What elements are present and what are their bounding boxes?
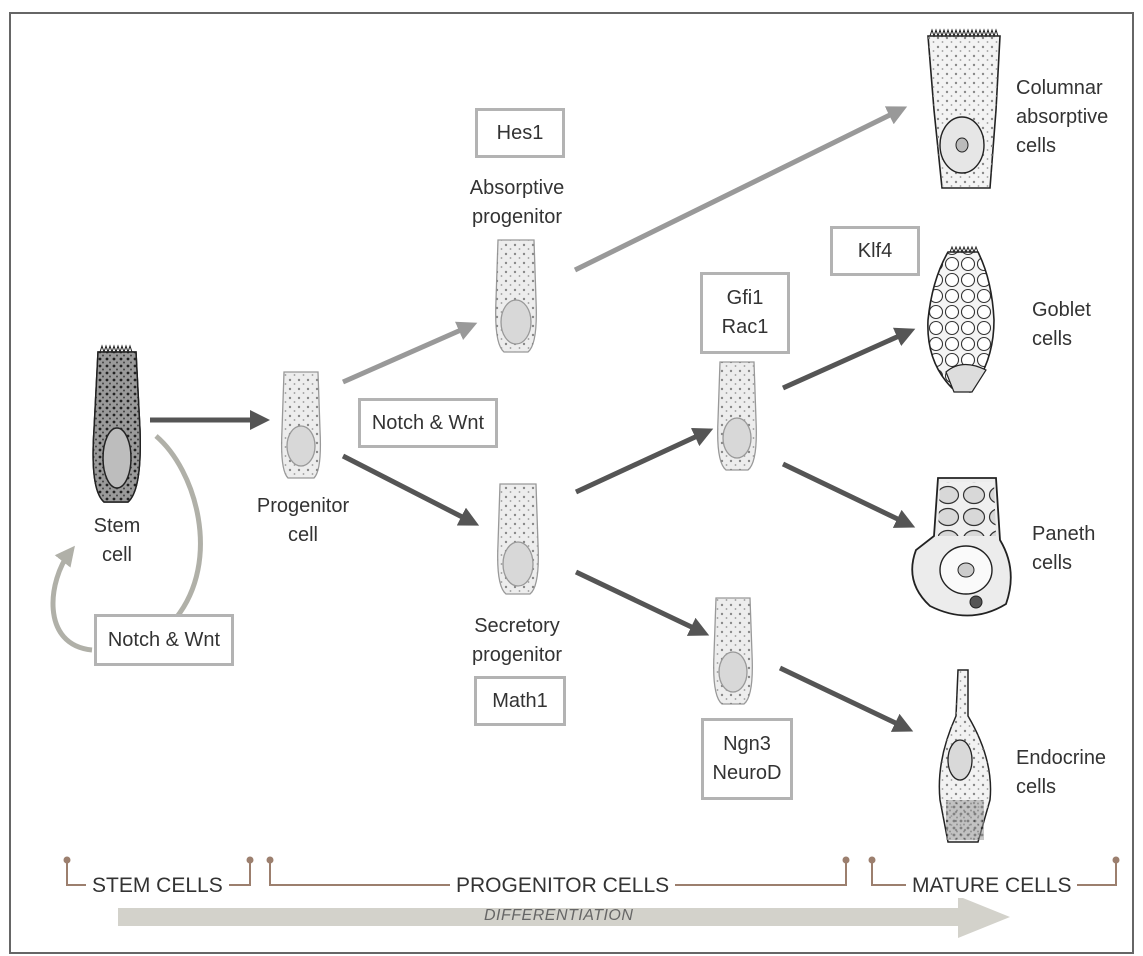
stem-cell-label-line2: cell [74, 541, 160, 570]
progenitor-cell-illustration [282, 372, 321, 478]
factor-box-ngn3-neurod: Ngn3 NeuroD [701, 718, 793, 800]
progenitor-cell-label: Progenitor cell [240, 492, 366, 550]
progenitor-cell-label-line2: cell [240, 521, 366, 550]
columnar-cells-label-line2: absorptive [1016, 103, 1126, 132]
columnar-cell-illustration [928, 30, 1000, 188]
columnar-cells-label: Columnar absorptive cells [1016, 74, 1126, 161]
arrow-precursor-to-goblet [783, 332, 908, 388]
factor-box-hes1: Hes1 [475, 108, 565, 158]
stem-cell-label-line1: Stem [74, 512, 160, 541]
absorptive-progenitor-illustration [496, 240, 537, 352]
differentiation-label: DIFFERENTIATION [484, 907, 633, 925]
arrow-secretory-to-goblet-precursor [576, 432, 706, 492]
absorptive-progenitor-label: Absorptive progenitor [452, 174, 582, 232]
stage-label-mature-cells: MATURE CELLS [906, 874, 1077, 898]
stem-cell-label: Stem cell [74, 512, 160, 570]
factor-box-math1: Math1 [474, 676, 566, 726]
endocrine-cells-label-line1: Endocrine [1016, 744, 1126, 773]
factor-box-notch-wnt-progenitor: Notch & Wnt [358, 398, 498, 448]
stage-label-progenitor-cells: PROGENITOR CELLS [450, 874, 675, 898]
factor-box-klf4: Klf4 [830, 226, 920, 276]
progenitor-cell-label-line1: Progenitor [240, 492, 366, 521]
absorptive-progenitor-label-line1: Absorptive [452, 174, 582, 203]
secretory-progenitor-label-line2: progenitor [452, 641, 582, 670]
endocrine-cells-label-line2: cells [1016, 773, 1126, 802]
paneth-cell-illustration [912, 478, 1011, 616]
factor-ngn3-text: Ngn3 [723, 730, 771, 759]
secretory-progenitor-illustration [498, 484, 539, 594]
endocrine-precursor-illustration [714, 598, 753, 704]
arrow-precursor-to-endocrine [780, 668, 906, 728]
goblet-cells-label-line2: cells [1032, 325, 1122, 354]
secretory-progenitor-label: Secretory progenitor [452, 612, 582, 670]
arrow-progenitor-to-absorptive [343, 326, 470, 382]
paneth-cells-label-line1: Paneth [1032, 520, 1122, 549]
factor-notch-wnt-mid-text: Notch & Wnt [372, 409, 484, 438]
factor-neurod-text: NeuroD [713, 759, 782, 788]
factor-math1-text: Math1 [492, 687, 548, 716]
endocrine-cell-illustration [939, 670, 990, 842]
goblet-cells-label-line1: Goblet [1032, 296, 1122, 325]
stage-label-stem-cells: STEM CELLS [86, 874, 229, 898]
factor-rac1-text: Rac1 [722, 313, 769, 342]
stem-cell-illustration [93, 346, 140, 502]
absorptive-progenitor-label-line2: progenitor [452, 203, 582, 232]
factor-hes1-text: Hes1 [497, 119, 544, 148]
secretory-progenitor-label-line1: Secretory [452, 612, 582, 641]
arrow-secretory-to-endocrine-precursor [576, 572, 702, 632]
columnar-cells-label-line3: cells [1016, 132, 1126, 161]
factor-box-notch-wnt-stem: Notch & Wnt [94, 614, 234, 666]
factor-box-gfi1-rac1: Gfi1 Rac1 [700, 272, 790, 354]
factor-notch-wnt-stem-text: Notch & Wnt [108, 626, 220, 655]
paneth-cells-label: Paneth cells [1032, 520, 1122, 578]
arrow-precursor-to-paneth [783, 464, 908, 524]
endocrine-cells-label: Endocrine cells [1016, 744, 1126, 802]
goblet-cells-label: Goblet cells [1032, 296, 1122, 354]
goblet-paneth-precursor-illustration [718, 362, 757, 470]
goblet-cell-illustration [928, 247, 994, 392]
factor-klf4-text: Klf4 [858, 237, 892, 266]
paneth-cells-label-line2: cells [1032, 549, 1122, 578]
columnar-cells-label-line1: Columnar [1016, 74, 1126, 103]
factor-gfi1-text: Gfi1 [727, 284, 764, 313]
